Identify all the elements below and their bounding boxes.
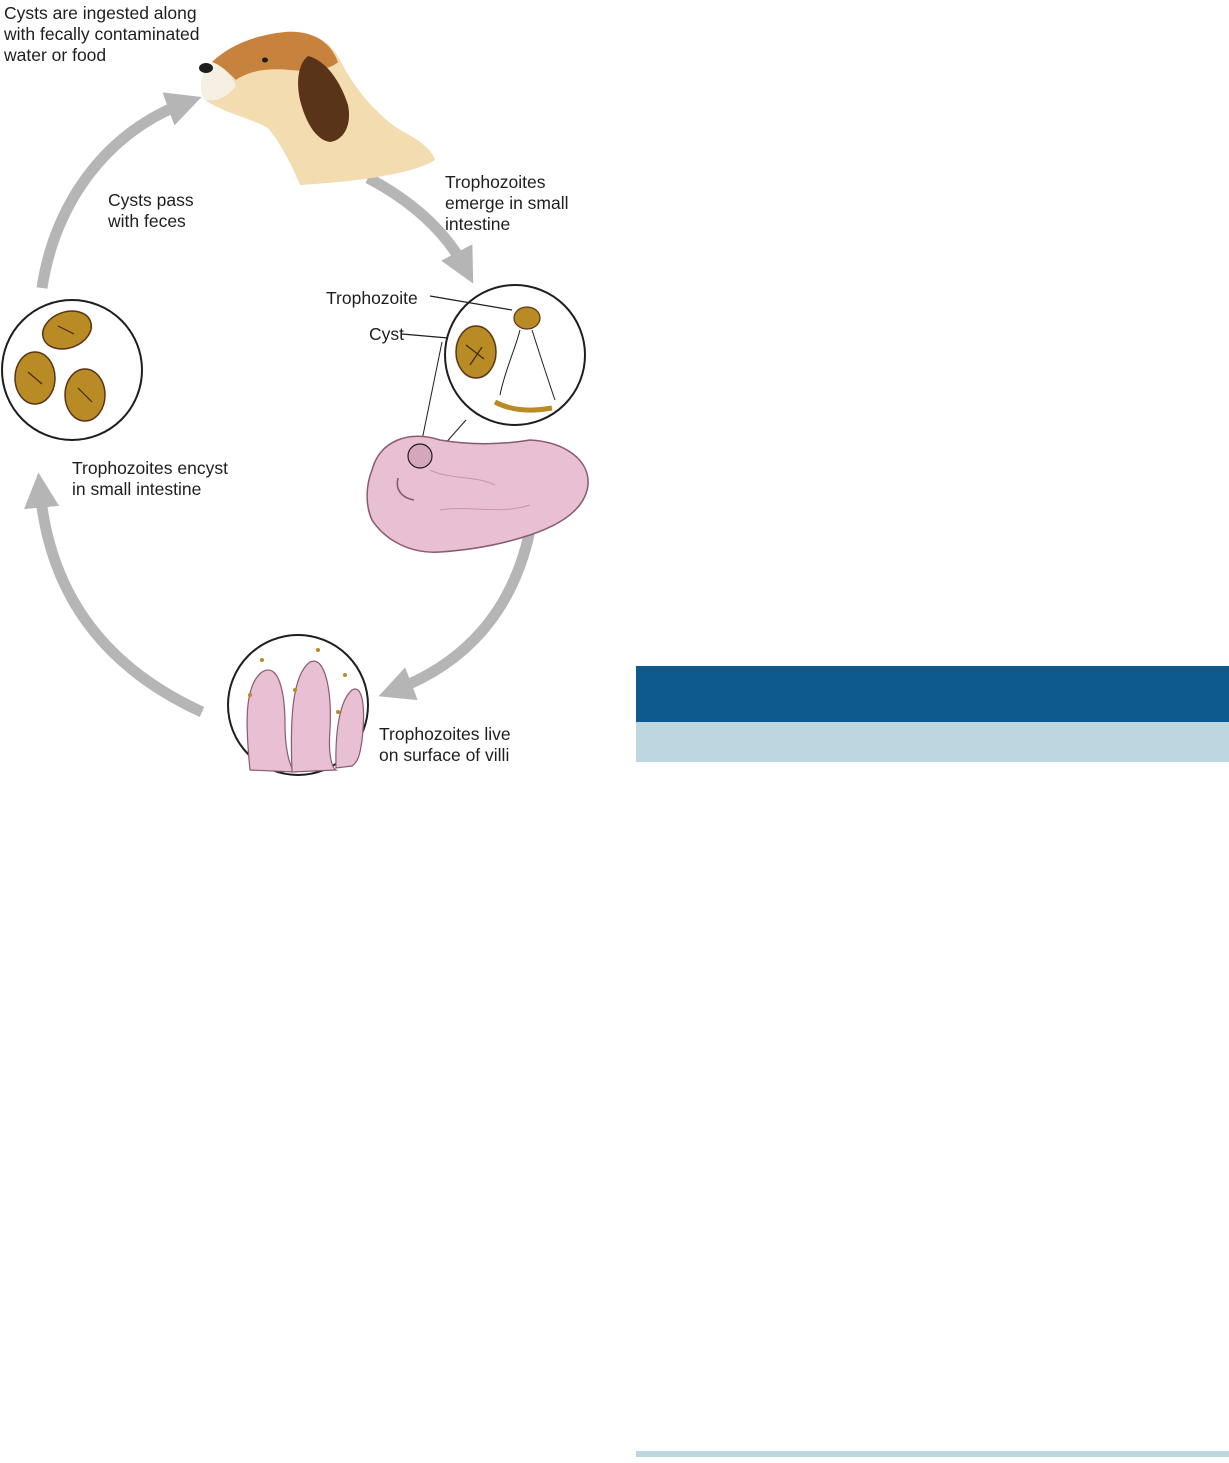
table-header-band — [636, 666, 1229, 722]
cycle-arrow-feces-to-mouth — [36, 92, 202, 289]
label-cysts-pass: Cysts pass with feces — [108, 190, 194, 232]
giardia-life-cycle-diagram — [1, 31, 589, 776]
label-line: intestine — [445, 214, 511, 234]
trophozoite-in-circle — [513, 306, 541, 330]
label-line: Trophozoites live — [379, 724, 511, 744]
label-line: in small intestine — [72, 479, 202, 499]
label-line: Trophozoites encyst — [72, 458, 228, 478]
small-intestine-illustration — [366, 435, 589, 553]
dog-head-illustration — [199, 31, 435, 186]
label-line: Trophozoites — [445, 172, 546, 192]
label-cysts-ingested: Cysts are ingested along with fecally co… — [4, 3, 200, 66]
label-line: emerge in small — [445, 193, 569, 213]
table-bottom-rule — [636, 1451, 1229, 1457]
label-line: Cysts are ingested along — [4, 3, 197, 23]
label-line: water or food — [4, 45, 107, 65]
cycle-arrow-villi-to-encyst — [24, 472, 205, 718]
label-line: Cyst — [369, 324, 404, 344]
trophozoite-cyst-magnified-circle — [444, 284, 586, 426]
label-trophozoites-live: Trophozoites live on surface of villi — [379, 724, 511, 766]
cyst-in-circle — [455, 325, 497, 379]
label-line: with feces — [108, 211, 186, 231]
label-trophozoites-emerge: Trophozoites emerge in small intestine — [445, 172, 569, 235]
villi-magnified-circle — [227, 634, 369, 776]
label-line: on surface of villi — [379, 745, 510, 765]
label-trophozoite: Trophozoite — [326, 288, 418, 309]
label-cyst: Cyst — [369, 324, 404, 345]
cycle-arrow-mouth-to-intestine — [365, 173, 474, 284]
label-trophozoites-encyst: Trophozoites encyst in small intestine — [72, 458, 228, 500]
label-line: with fecally contaminated — [4, 24, 200, 44]
label-line: Trophozoite — [326, 288, 418, 308]
label-line: Cysts pass — [108, 190, 194, 210]
table-subheader-band — [636, 722, 1229, 762]
cysts-magnified-circle — [1, 299, 143, 441]
